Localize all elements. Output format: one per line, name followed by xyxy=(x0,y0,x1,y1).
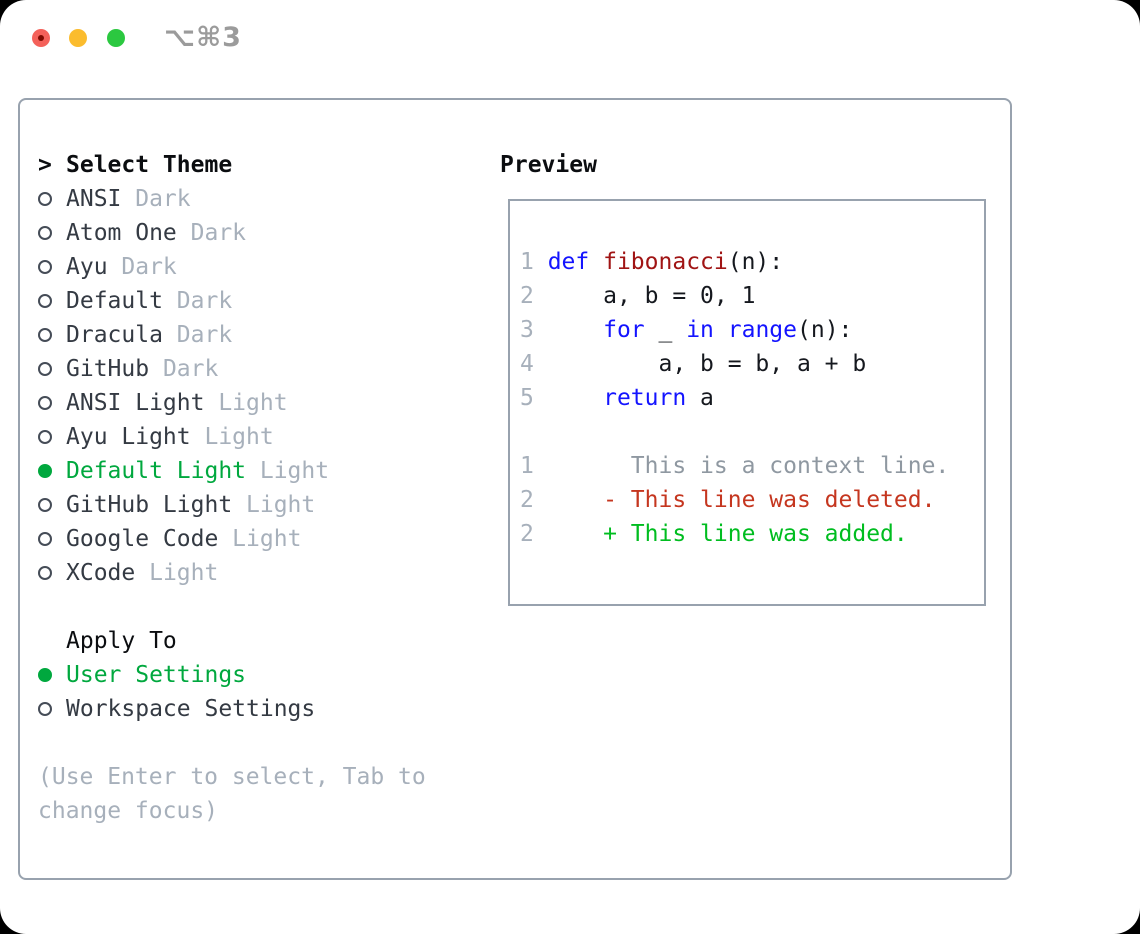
radio-icon xyxy=(38,226,66,240)
theme-name: GitHub Light xyxy=(66,492,233,518)
radio-icon xyxy=(38,328,66,342)
apply-to-header: Apply To xyxy=(38,624,426,658)
theme-variant-tag: Light xyxy=(218,526,302,552)
spacer xyxy=(38,726,426,760)
theme-item-default-light[interactable]: Default Light Light xyxy=(38,454,426,488)
code-line: 3 for _ in range(n): xyxy=(520,317,853,343)
apply-to-title: Apply To xyxy=(66,628,177,654)
radio-selected-icon xyxy=(38,668,66,682)
theme-item-google-code[interactable]: Google Code Light xyxy=(38,522,426,556)
radio-icon xyxy=(38,532,66,546)
radio-selected-icon xyxy=(38,464,66,478)
code-line: 2 + This line was added. xyxy=(520,521,908,547)
apply-option-workspace-settings[interactable]: Workspace Settings xyxy=(38,692,426,726)
spacer xyxy=(38,590,426,624)
theme-variant-tag: Dark xyxy=(162,322,233,348)
theme-name: XCode xyxy=(66,560,136,586)
code-line: 4 a, b = b, a + b xyxy=(520,351,867,377)
preview-title: Preview xyxy=(500,152,597,178)
theme-item-ansi-light[interactable]: ANSI Light Light xyxy=(38,386,426,420)
select-theme-header: > Select Theme xyxy=(38,148,426,182)
close-button[interactable] xyxy=(32,29,50,47)
apply-option-label: Workspace Settings xyxy=(66,696,316,722)
theme-item-atom-one[interactable]: Atom One Dark xyxy=(38,216,426,250)
theme-name: ANSI xyxy=(66,186,122,212)
theme-item-dracula[interactable]: Dracula Dark xyxy=(38,318,426,352)
radio-icon xyxy=(38,294,66,308)
theme-variant-tag: Dark xyxy=(149,356,219,382)
select-theme-title: Select Theme xyxy=(66,152,233,178)
theme-name: Atom One xyxy=(66,220,177,246)
hint-line-1: (Use Enter to select, Tab to xyxy=(38,764,426,790)
radio-icon xyxy=(38,192,66,206)
radio-icon xyxy=(38,260,66,274)
radio-icon xyxy=(38,566,66,580)
theme-name: Dracula xyxy=(66,322,163,348)
hint-line-2: change focus) xyxy=(38,798,219,824)
theme-name: Ayu Light xyxy=(66,424,191,450)
apply-option-user-settings[interactable]: User Settings xyxy=(38,658,426,692)
titlebar: ⌥⌘3 xyxy=(0,0,1140,76)
theme-item-github-light[interactable]: GitHub Light Light xyxy=(38,488,426,522)
theme-name: GitHub xyxy=(66,356,150,382)
theme-variant-tag: Light xyxy=(190,424,274,450)
theme-variant-tag: Dark xyxy=(162,288,233,314)
minimize-button[interactable] xyxy=(69,29,87,47)
preview-box: 1 def fibonacci(n): 2 a, b = 0, 1 3 for _ … xyxy=(508,199,986,606)
theme-name: Ayu xyxy=(66,254,108,280)
theme-variant-tag: Dark xyxy=(121,186,191,212)
prompt-icon: > xyxy=(38,152,52,178)
theme-variant-tag: Light xyxy=(232,492,316,518)
code-line: 1 def fibonacci(n): xyxy=(520,249,784,275)
theme-variant-tag: Dark xyxy=(176,220,247,246)
theme-name: ANSI Light xyxy=(66,390,205,416)
theme-item-ansi[interactable]: ANSI Dark xyxy=(38,182,426,216)
radio-icon xyxy=(38,430,66,444)
theme-item-default[interactable]: Default Dark xyxy=(38,284,426,318)
theme-name: Default xyxy=(66,288,163,314)
code-line: 1 This is a context line. xyxy=(520,453,950,479)
zoom-button[interactable] xyxy=(107,29,125,47)
theme-item-github[interactable]: GitHub Dark xyxy=(38,352,426,386)
theme-variant-tag: Light xyxy=(246,458,330,484)
code-preview: 1 def fibonacci(n): 2 a, b = 0, 1 3 for _ … xyxy=(520,245,949,551)
window-shortcut-label: ⌥⌘3 xyxy=(164,22,242,53)
code-line xyxy=(520,415,949,449)
apply-option-label: User Settings xyxy=(66,662,247,688)
theme-variant-tag: Light xyxy=(204,390,288,416)
theme-name: Default Light xyxy=(66,458,247,484)
theme-name: Google Code xyxy=(66,526,219,552)
code-line: 5 return a xyxy=(520,385,714,411)
code-line: 2 - This line was deleted. xyxy=(520,487,936,513)
radio-icon xyxy=(38,702,66,716)
theme-item-ayu[interactable]: Ayu Dark xyxy=(38,250,426,284)
code-line: 2 a, b = 0, 1 xyxy=(520,283,756,309)
theme-item-xcode[interactable]: XCode Light xyxy=(38,556,426,590)
radio-icon xyxy=(38,396,66,410)
theme-item-ayu-light[interactable]: Ayu Light Light xyxy=(38,420,426,454)
radio-icon xyxy=(38,362,66,376)
theme-variant-tag: Dark xyxy=(107,254,177,280)
theme-variant-tag: Light xyxy=(135,560,219,586)
radio-icon xyxy=(38,498,66,512)
